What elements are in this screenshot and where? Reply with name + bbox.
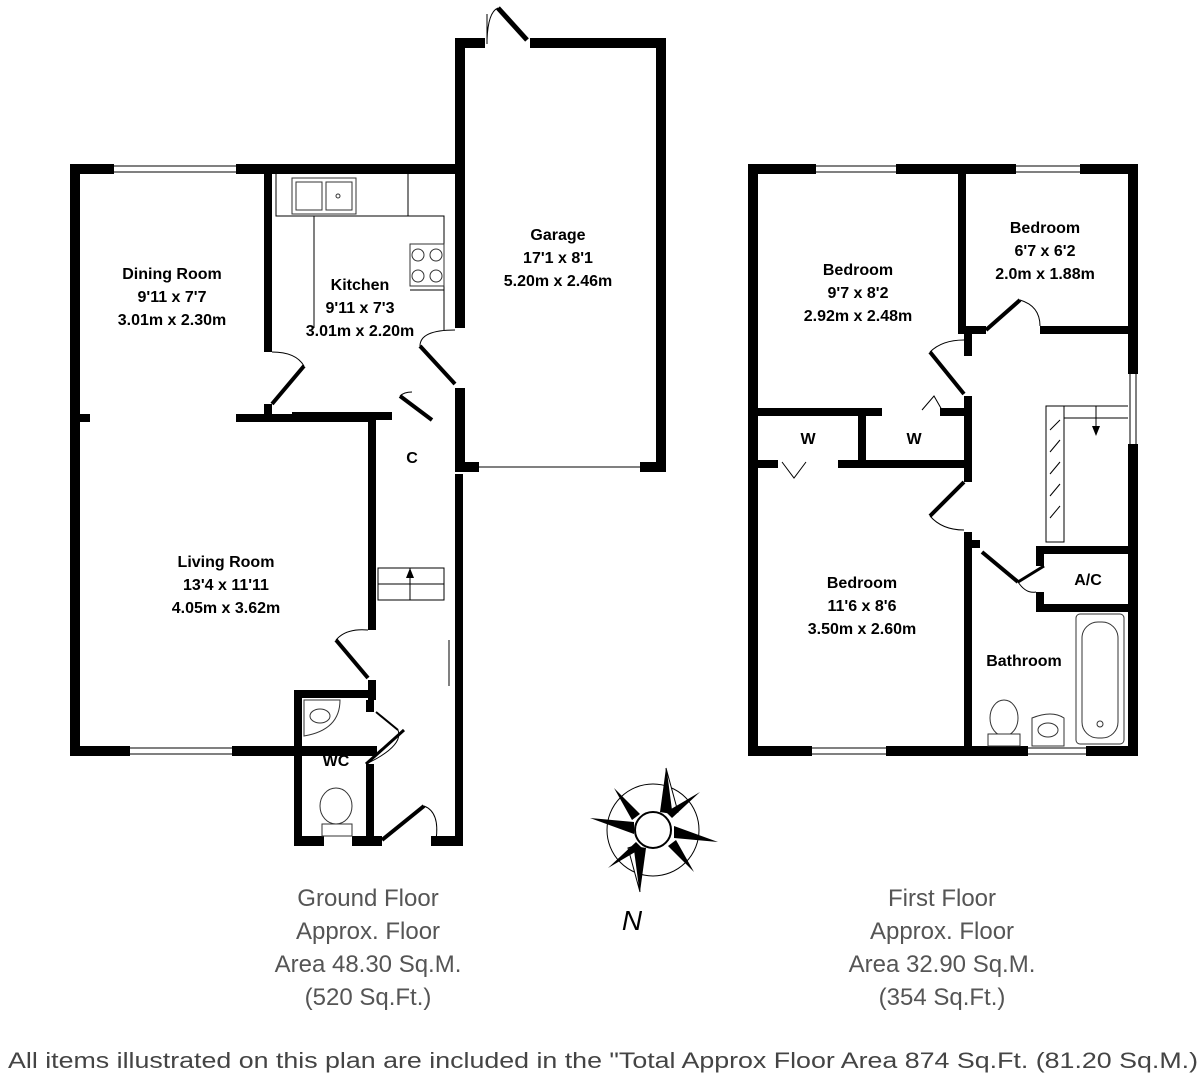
kitchen-metric: 3.01m x 2.20m (306, 323, 415, 340)
bedroom-1-label: Bedroom (823, 262, 893, 279)
living-room-imperial: 13'4 x 11'11 (183, 577, 269, 594)
first-floor-caption-line-3: Area 32.90 Sq.M. (849, 951, 1036, 978)
kitchen-imperial: 9'11 x 7'3 (325, 300, 394, 317)
wardrobe-1-label: W (800, 431, 816, 448)
north-label: N (622, 905, 643, 936)
ground-floor-caption-line-2: Approx. Floor (296, 918, 440, 945)
bedroom-2-label: Bedroom (1010, 220, 1080, 237)
dining-room-metric: 3.01m x 2.30m (118, 312, 227, 329)
bathroom-label: Bathroom (986, 653, 1062, 670)
ground-floor-plan (70, 6, 666, 846)
garage-metric: 5.20m x 2.46m (504, 273, 613, 290)
compass-rose-icon: N (590, 767, 718, 936)
bedroom-3-imperial: 11'6 x 8'6 (827, 598, 896, 615)
garage-imperial: 17'1 x 8'1 (523, 250, 593, 267)
wardrobe-2-label: W (906, 431, 922, 448)
ground-floor-caption-line-4: (520 Sq.Ft.) (305, 984, 432, 1011)
dining-room-imperial: 9'11 x 7'7 (137, 289, 206, 306)
footer-disclaimer: All items illustrated on this plan are i… (8, 1048, 1198, 1073)
wc-label: WC (323, 753, 350, 770)
living-room-label: Living Room (178, 554, 275, 571)
first-floor-caption-line-1: First Floor (888, 885, 996, 912)
garage-label: Garage (530, 227, 585, 244)
airing-cupboard-label: A/C (1074, 572, 1102, 589)
bedroom-2-imperial: 6'7 x 6'2 (1015, 243, 1076, 260)
dining-room-label: Dining Room (122, 266, 222, 283)
first-floor-caption-line-4: (354 Sq.Ft.) (879, 984, 1006, 1011)
bedroom-3-metric: 3.50m x 2.60m (808, 621, 917, 638)
first-floor-plan (748, 164, 1138, 756)
first-floor-caption-line-2: Approx. Floor (870, 918, 1014, 945)
living-room-metric: 4.05m x 3.62m (172, 600, 281, 617)
bedroom-1-imperial: 9'7 x 8'2 (828, 285, 889, 302)
bedroom-1-metric: 2.92m x 2.48m (804, 308, 913, 325)
bedroom-3-label: Bedroom (827, 575, 897, 592)
ground-floor-caption-line-3: Area 48.30 Sq.M. (275, 951, 462, 978)
kitchen-label: Kitchen (331, 277, 390, 294)
cupboard-label: C (406, 450, 418, 467)
ground-floor-caption-line-1: Ground Floor (297, 885, 438, 912)
bedroom-2-metric: 2.0m x 1.88m (995, 266, 1095, 283)
